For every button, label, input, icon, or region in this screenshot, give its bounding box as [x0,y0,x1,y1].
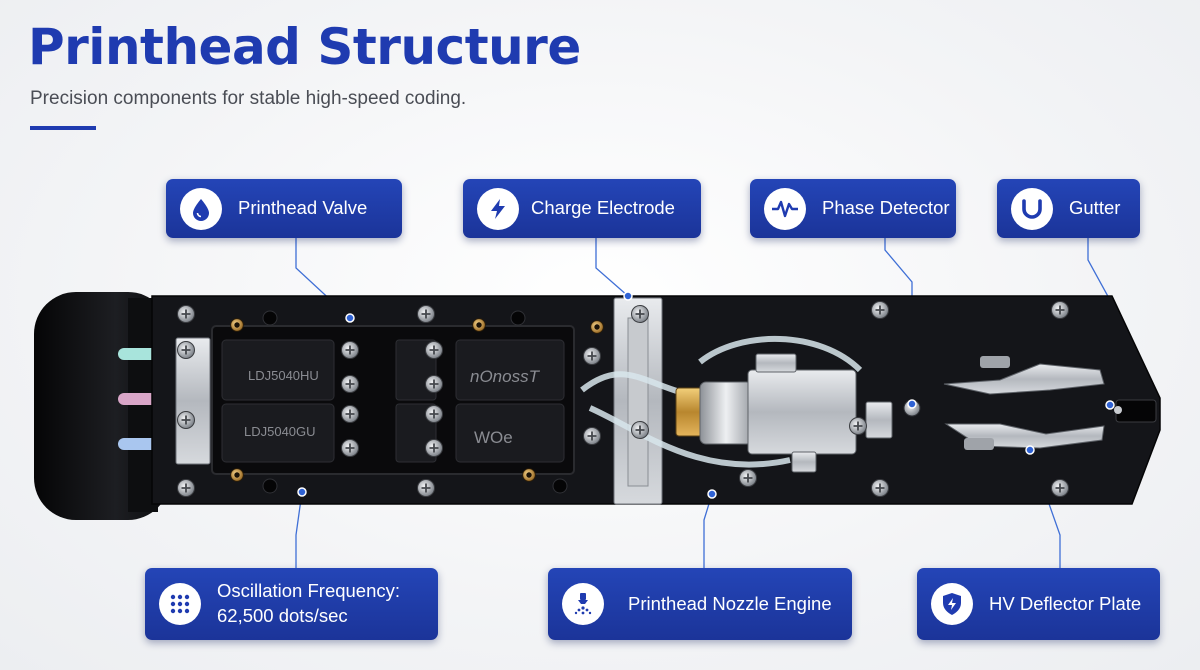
page-subtitle: Precision components for stable high-spe… [30,88,467,109]
leader-charge-electrode [595,238,629,297]
callout-hv-deflector-plate: HV Deflector Plate [917,568,1160,640]
callout-nozzle-engine: Printhead Nozzle Engine [548,568,852,640]
end-cap [34,292,170,520]
callout-label-charge-electrode: Charge Electrode [531,197,675,219]
callout-printhead-valve: Printhead Valve [166,179,402,238]
nozzle-spray-icon [562,583,604,625]
callout-label-phase-detector: Phase Detector [822,197,950,219]
dot-grid-icon [159,583,201,625]
callout-oscillation-frequency: Oscillation Frequency: 62,500 dots/sec [145,568,438,640]
tube-bracket [175,337,211,465]
oscillation-title: Oscillation Frequency: [217,580,401,602]
leader-oscillation [295,491,303,568]
shield-bolt-icon [931,583,973,625]
callout-label-gutter: Gutter [1069,197,1121,219]
title-underline [30,126,96,130]
leader-dots [297,291,1115,499]
callout-charge-electrode: Charge Electrode [463,179,701,238]
u-shape-icon [1011,187,1053,230]
oscillation-value: 62,500 dots/sec [217,605,348,626]
gutter-tip [1115,399,1157,423]
clear-tubes [580,336,863,468]
drop-icon [180,187,222,230]
callout-label-oscillation: Oscillation Frequency: 62,500 dots/sec [217,579,400,629]
leader-nozzle-engine [703,493,713,568]
page-title: Printhead Structure [28,18,581,76]
module-label-4: WOe [474,428,513,447]
callout-label-printhead-valve: Printhead Valve [238,197,368,219]
lightning-icon [477,187,519,230]
callout-label-hv-deflector: HV Deflector Plate [989,592,1142,614]
callout-label-nozzle-engine: Printhead Nozzle Engine [628,592,832,614]
callout-gutter: Gutter [997,179,1140,238]
pulse-icon [764,187,806,230]
deflector-plates [943,356,1105,450]
module-label-2: LDJ5040GU [244,424,316,439]
module-label-1: LDJ5040HU [248,368,319,383]
callout-phase-detector: Phase Detector [750,179,956,238]
module-label-3: nOnossT [470,367,541,386]
nozzle-engine [675,353,893,473]
